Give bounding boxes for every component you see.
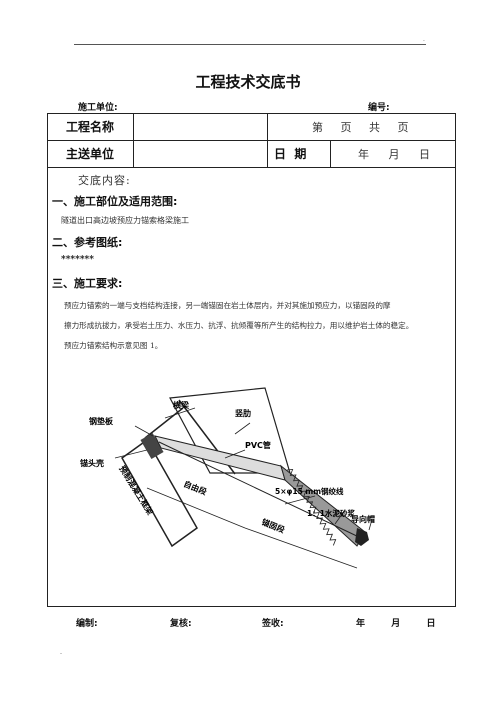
bottom-mark: - xyxy=(60,650,63,657)
label-steel-plate: 钢垫板 xyxy=(89,416,114,426)
section-2-title: 二、参考图纸: xyxy=(52,236,123,249)
anchor-head xyxy=(140,432,164,460)
form-frame xyxy=(47,113,456,607)
label-anchor-section: 锚固段 xyxy=(260,517,286,535)
label-crossbeam: 横梁 xyxy=(173,400,190,410)
section-3-title: 三、施工要求: xyxy=(52,277,123,290)
label-anchor-head: 锚头壳 xyxy=(80,458,104,468)
anchor-teeth xyxy=(286,469,337,546)
label-mortar: 1：1水泥砂浆 xyxy=(307,508,355,518)
section-2-text: ******* xyxy=(61,255,94,265)
paragraph-line-3: 预应力锚索结构示意见图 1。 xyxy=(64,341,163,350)
anchor-cable-diagram: 横梁 钢垫板 竖肋 PVC管 锚头壳 预制混凝土框架 自由段 5×φ15 mm钢… xyxy=(80,387,375,569)
header-mark: . xyxy=(423,36,425,43)
sender-unit-label: 主送单位 xyxy=(66,147,115,161)
label-free-section: 自由段 xyxy=(182,479,208,497)
footer-date: 年 月 日 xyxy=(356,619,436,629)
label-vertical-rib: 竖肋 xyxy=(235,408,251,418)
footer-compiled: 编制: xyxy=(76,619,98,629)
label-strand: 5×φ15 mm钢绞线 xyxy=(275,486,344,496)
document-title: 工程技术交底书 xyxy=(195,73,301,91)
header-rule xyxy=(74,44,426,45)
content-intro: 交底内容: xyxy=(78,174,131,187)
label-guide-cap: 导向帽 xyxy=(351,514,375,524)
date-value: 年 月 日 xyxy=(358,148,433,161)
project-name-label: 工程名称 xyxy=(66,120,115,134)
paragraph-line-2: 擦力形成抗拔力，承受岩土压力、水压力、抗浮、抗倾覆等所产生的结构拉力，用以维护岩… xyxy=(64,321,414,330)
label-pvc-pipe: PVC管 xyxy=(245,440,271,450)
row-divider-1 xyxy=(47,140,456,141)
project-name-field[interactable] xyxy=(135,119,265,137)
section-1-text: 隧道出口高边坡预应力锚索格梁施工 xyxy=(61,216,189,225)
section-3-paragraph: 预应力锚索的一端与支档结构连接，另一端锚固在岩土体层内，并对其施加预应力，以锚固… xyxy=(60,296,450,356)
construction-unit-label: 施工单位: xyxy=(78,103,118,113)
document-number-label: 编号: xyxy=(368,103,390,113)
section-1-title: 一、施工部位及适用范围: xyxy=(52,195,178,208)
col-divider-1 xyxy=(133,113,134,167)
date-label: 日 期 xyxy=(274,147,307,161)
guide-cap xyxy=(355,528,369,546)
paragraph-line-1: 预应力锚索的一端与支档结构连接，另一端锚固在岩土体层内，并对其施加预应力，以锚固… xyxy=(64,301,391,310)
footer-reviewed: 复核: xyxy=(170,619,192,629)
footer-received: 签收: xyxy=(262,619,284,629)
sender-unit-field[interactable] xyxy=(135,146,265,164)
col-divider-date xyxy=(267,140,268,167)
row-divider-2 xyxy=(47,167,456,168)
page-info: 第 页 共 页 xyxy=(312,121,412,134)
col-divider-3 xyxy=(330,140,331,167)
